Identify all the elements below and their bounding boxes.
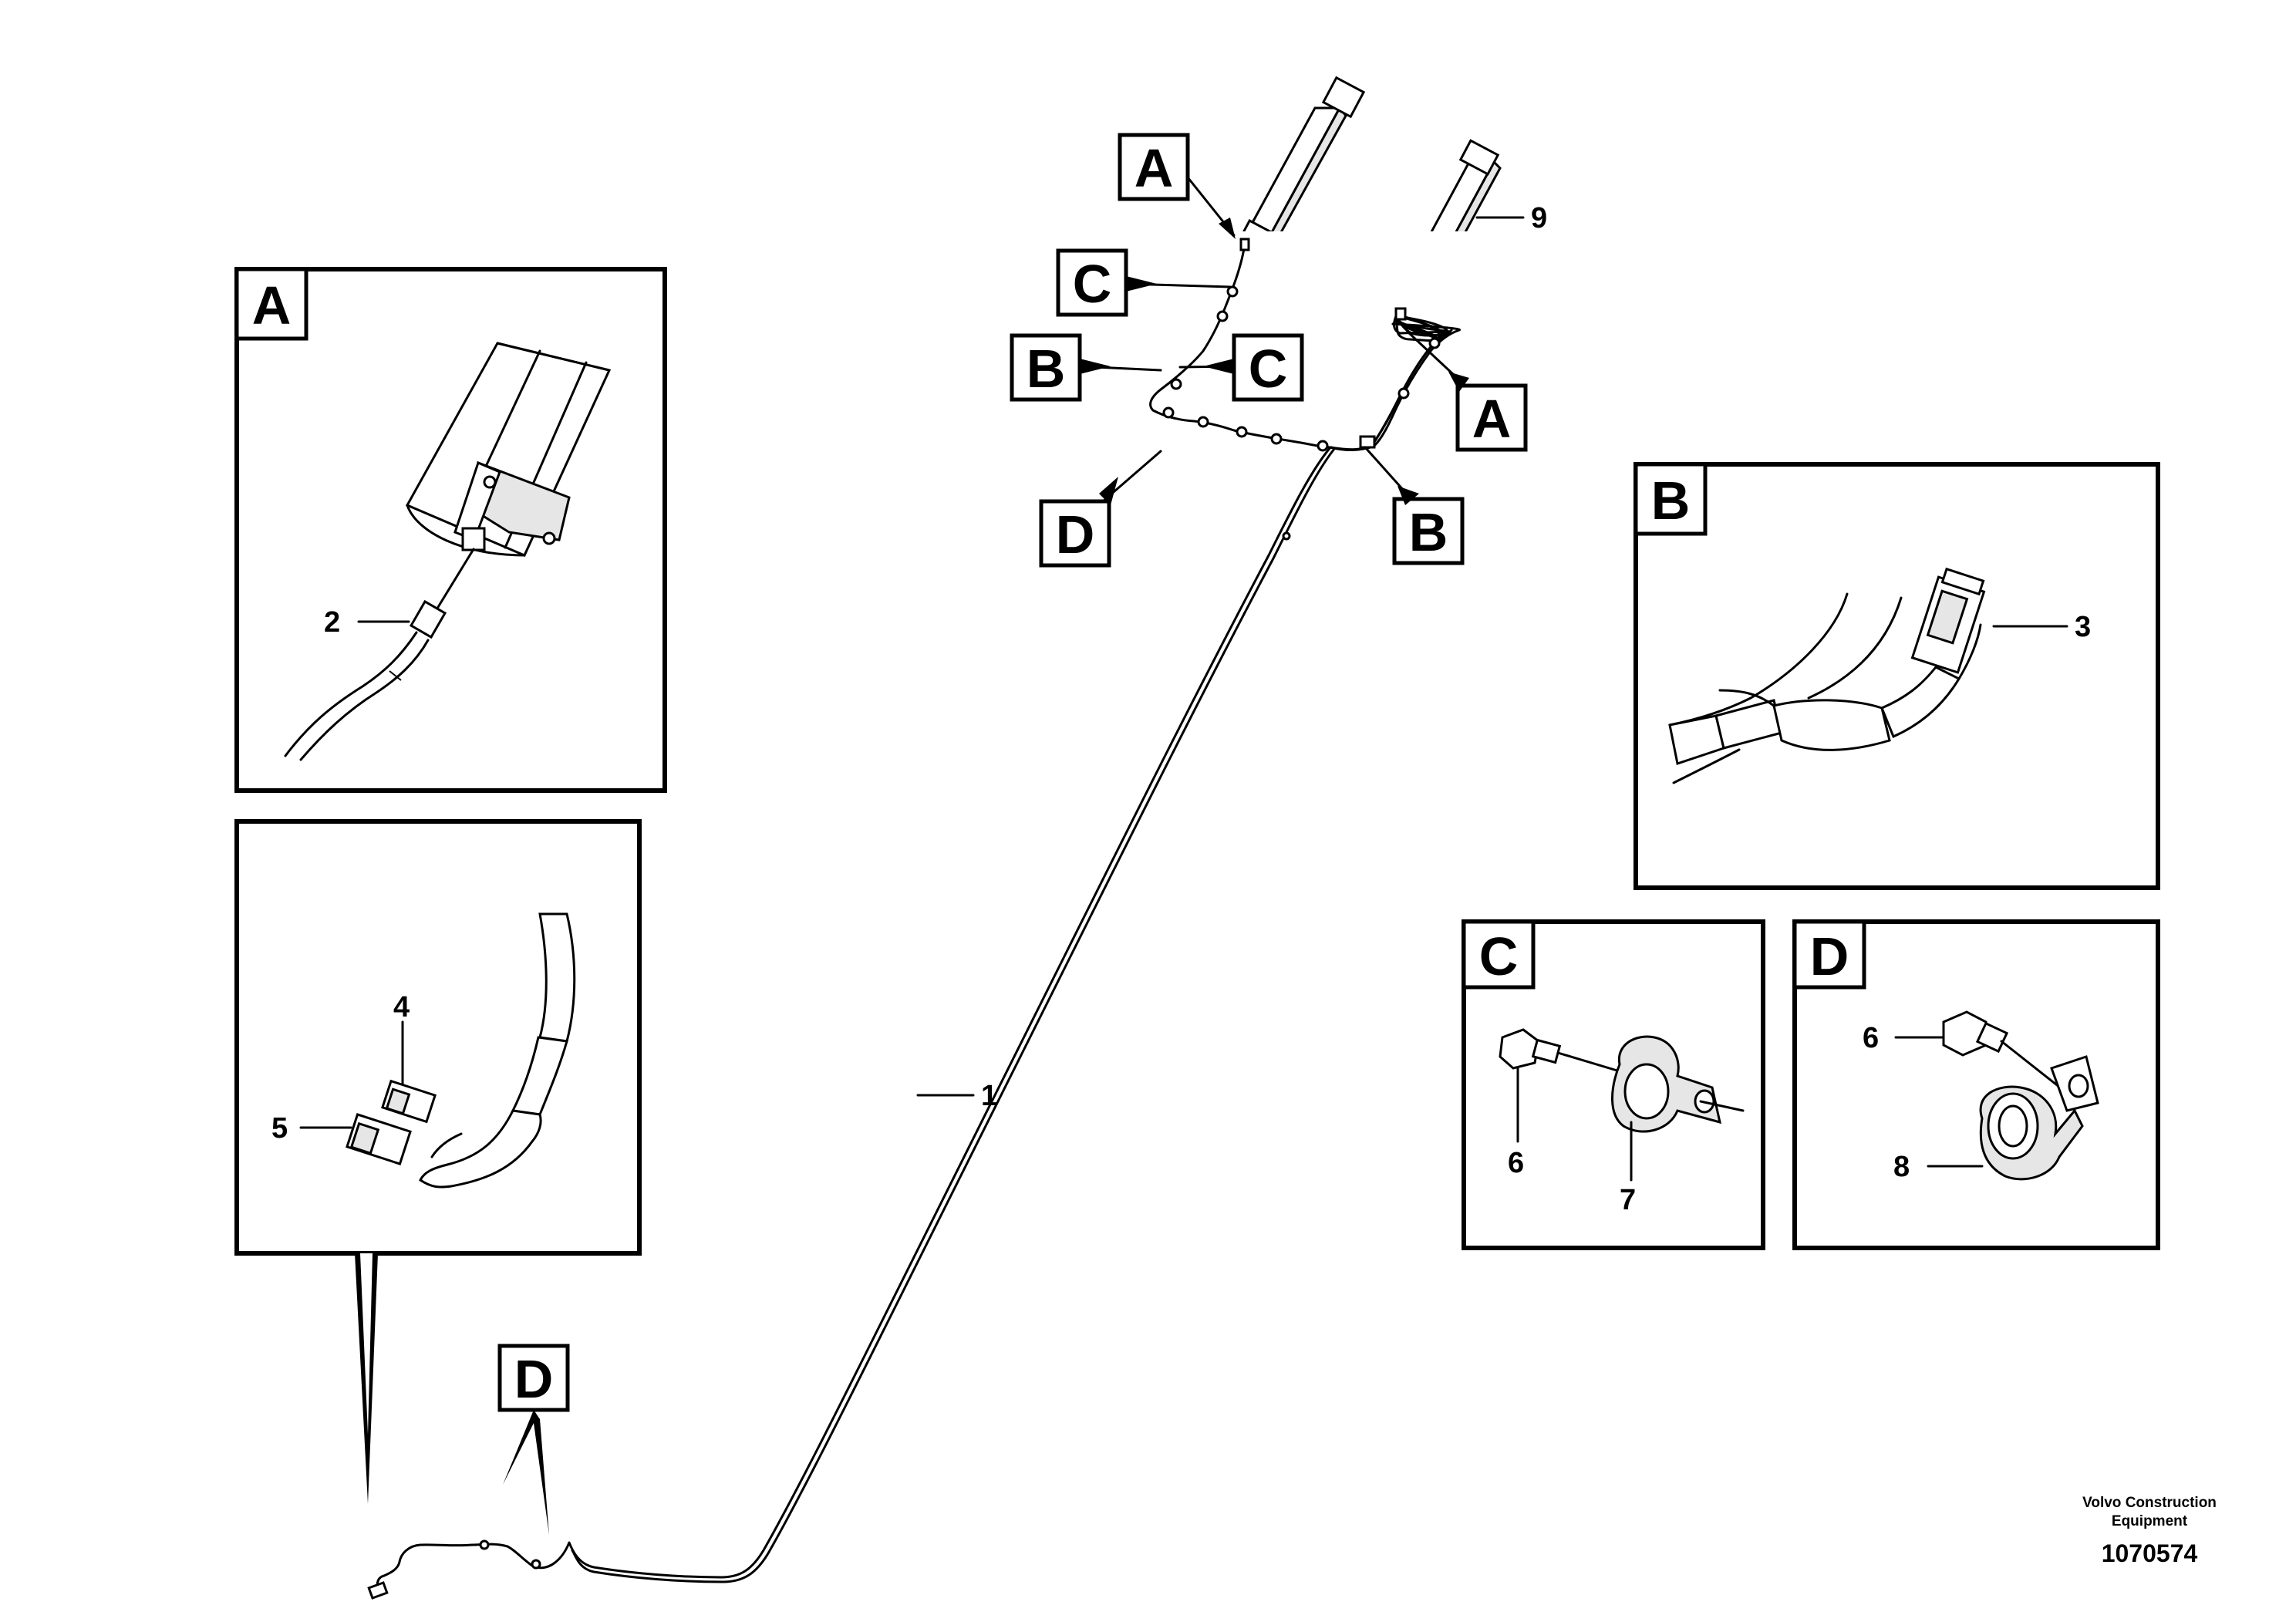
part-5-label: 5	[271, 1112, 288, 1145]
part-2-label: 2	[324, 606, 340, 639]
callout-part-1: 1	[916, 1080, 997, 1112]
callout-d-top-label: D	[1056, 504, 1095, 565]
part-3-label: 3	[2075, 611, 2091, 643]
callout-a-right-label: A	[1472, 389, 1512, 449]
callout-d-top: D	[1039, 450, 1162, 568]
callout-a-top: A	[1118, 133, 1236, 239]
part-7-label: 7	[1620, 1184, 1636, 1216]
detail-c-label: C	[1479, 926, 1519, 986]
detail-connectors-frame: 4 5	[234, 819, 642, 1504]
callout-a-right: A	[1406, 330, 1528, 452]
callout-d-bottom: D	[497, 1344, 570, 1535]
detail-a-label: A	[252, 275, 292, 336]
part-9-label: 9	[1531, 202, 1547, 234]
callout-a-top-label: A	[1135, 138, 1174, 198]
part-1-label: 1	[981, 1080, 997, 1112]
callout-b-left-label: B	[1027, 339, 1066, 399]
part-6-d-label: 6	[1863, 1022, 1879, 1054]
callout-c-top: C	[1056, 248, 1232, 317]
callout-d-bottom-label: D	[514, 1349, 554, 1409]
footer-drawing-number: 1070574	[2102, 1539, 2198, 1567]
callout-b-right: B	[1364, 446, 1465, 565]
callout-part-9: 9	[1475, 202, 1547, 234]
detail-d-frame: D 6 8	[1792, 919, 2160, 1250]
footer: Volvo Construction Equipment 1070574	[2082, 1495, 2217, 1567]
callout-b-left: B	[1010, 333, 1162, 402]
light-bar-left	[1239, 76, 1366, 255]
detail-c-frame: C 6 7	[1462, 919, 1765, 1250]
footer-company-line1: Volvo Construction	[2082, 1495, 2217, 1511]
part-4-label: 4	[393, 991, 410, 1023]
part-8-label: 8	[1893, 1151, 1910, 1183]
detail-b-frame: B 3	[1633, 462, 2160, 890]
part-6-c-label: 6	[1508, 1147, 1524, 1179]
callout-c-mid-label: C	[1249, 339, 1288, 399]
footer-company-line2: Equipment	[2112, 1513, 2188, 1529]
callout-c-mid: C	[1178, 333, 1304, 402]
detail-a-frame: A 2	[234, 267, 667, 793]
callout-b-right-label: B	[1409, 502, 1448, 562]
detail-b-label: B	[1651, 470, 1691, 531]
callout-c-top-label: C	[1073, 254, 1112, 314]
detail-d-label: D	[1810, 926, 1849, 986]
